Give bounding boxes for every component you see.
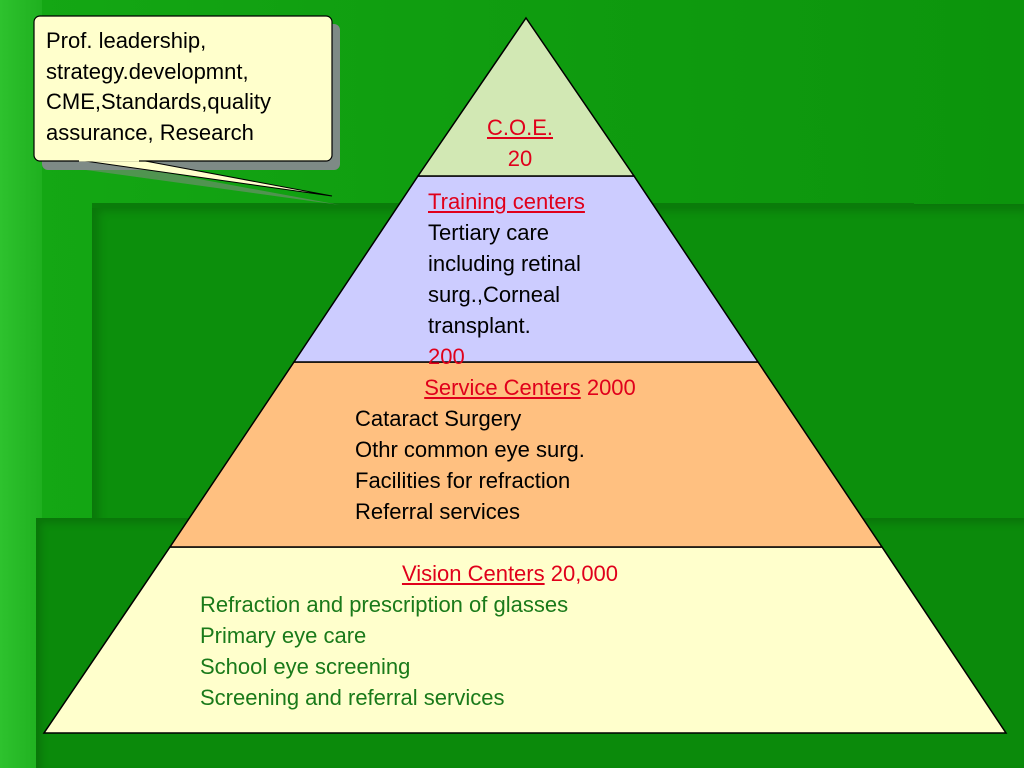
coe-name: C.O.E.: [486, 115, 553, 140]
training-label-block: Training centers Tertiary care including…: [428, 186, 585, 372]
callout-text: Prof. leadership, strategy.developmnt, C…: [46, 26, 326, 148]
service-detail-line: Cataract Surgery: [355, 406, 522, 431]
callout-line: Prof. leadership,: [46, 28, 207, 53]
service-detail-line: Facilities for refraction: [355, 468, 571, 493]
service-name: Service Centers: [424, 375, 581, 400]
training-count: 200: [428, 344, 465, 369]
vision-detail-line: Screening and referral services: [200, 685, 505, 710]
service-detail-line: Othr common eye surg.: [355, 437, 585, 462]
vision-title: Vision Centers 20,000: [300, 558, 720, 589]
vision-detail-list: Refraction and prescription of glasses P…: [200, 589, 568, 713]
vision-detail-line: Primary eye care: [200, 623, 367, 648]
vision-name: Vision Centers: [401, 561, 545, 586]
vision-count: 20,000: [544, 561, 619, 586]
callout-line: CME,Standards,quality: [46, 89, 271, 114]
callout-line: assurance, Research: [46, 119, 254, 145]
service-count: 2000: [580, 375, 636, 400]
training-detail-line: including retinal: [428, 251, 581, 276]
callout-box: [33, 15, 333, 162]
service-title: Service Centers 2000: [300, 372, 760, 403]
vision-detail-line: Refraction and prescription of glasses: [200, 592, 569, 617]
coe-label-block: C.O.E. 20: [470, 112, 570, 174]
tier-coe: [416, 16, 636, 177]
service-detail-list: Cataract Surgery Othr common eye surg. F…: [355, 403, 585, 527]
vision-detail-line: School eye screening: [200, 654, 411, 679]
training-detail-line: Tertiary care: [428, 220, 550, 245]
training-detail-line: transplant.: [428, 313, 531, 338]
coe-count: 20: [507, 146, 533, 171]
training-name: Training centers: [428, 189, 585, 214]
callout-pointer-shadow: [86, 170, 340, 205]
training-detail-line: surg.,Corneal: [428, 282, 561, 307]
service-detail-line: Referral services: [355, 499, 521, 524]
callout-line: strategy.developmnt,: [46, 58, 249, 84]
